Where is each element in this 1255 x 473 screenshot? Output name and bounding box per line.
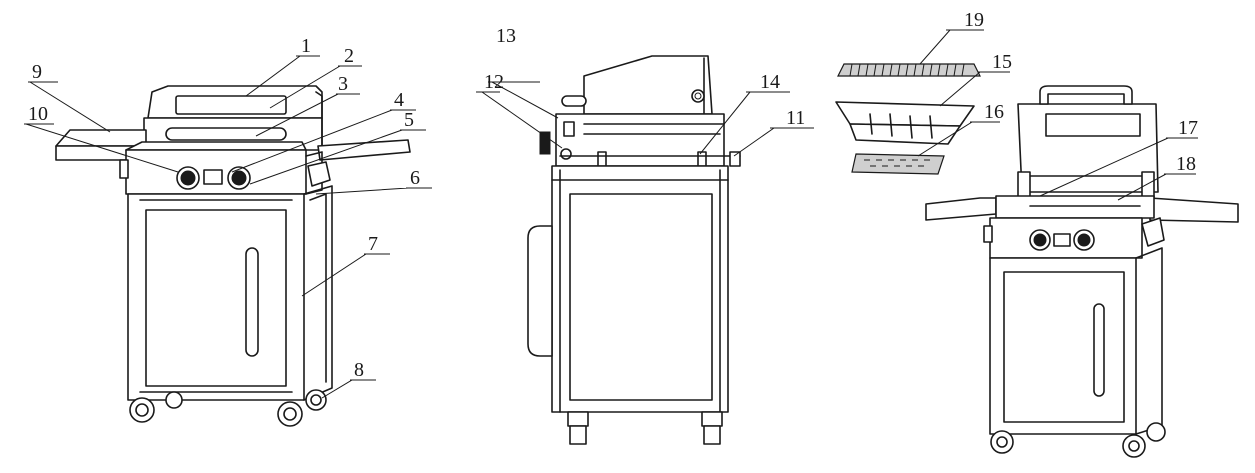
side-firebox: [539, 113, 741, 167]
callout-2: 2: [344, 45, 354, 67]
cooking-grate: [837, 63, 981, 77]
cabinet: [127, 185, 333, 401]
grill-open-view: [835, 63, 1239, 458]
side-cabinet: [527, 165, 729, 413]
callout-3: 3: [338, 73, 348, 95]
callout-15: 15: [992, 51, 1012, 73]
cabinet-door: [145, 209, 287, 387]
callout-4: 4: [394, 89, 404, 111]
side-handle: [527, 225, 553, 357]
callout-13: 13: [496, 25, 516, 47]
callout-18: 18: [1176, 153, 1196, 175]
callout-10: 10: [28, 103, 48, 125]
open-casters: [990, 422, 1166, 458]
side-switch: [563, 121, 575, 137]
side-casters: [567, 411, 723, 445]
callout-12: 12: [484, 71, 504, 93]
side-burner-port: [560, 148, 572, 160]
callout-11: 11: [786, 107, 805, 129]
open-lid-handle: [1039, 85, 1133, 105]
ignition-button: [203, 169, 223, 185]
open-cabinet: [989, 247, 1163, 435]
callout-1: 1: [301, 35, 311, 57]
flame-tamer: [851, 153, 945, 175]
lid-window: [175, 95, 287, 115]
grill-side-view: [527, 55, 741, 445]
callout-19: 19: [964, 9, 984, 31]
callout-16: 16: [984, 101, 1004, 123]
callout-9: 9: [32, 61, 42, 83]
open-firebox: [925, 195, 1239, 259]
casters: [129, 389, 327, 427]
side-lid: [561, 55, 713, 115]
grill-front-view: [55, 85, 411, 427]
callout-7: 7: [368, 233, 378, 255]
callout-8: 8: [354, 359, 364, 381]
callout-14: 14: [760, 71, 780, 93]
side-shelves: [55, 129, 411, 161]
callout-labels: 1 2 3 4 5 6 7 8 9 10 11 12 13 14 15 16 1…: [28, 9, 1198, 381]
leader-lines: [24, 29, 1198, 399]
control-panel: [119, 141, 331, 195]
open-lid: [1017, 85, 1159, 213]
lid-handle: [165, 127, 287, 141]
door-handle: [245, 247, 259, 357]
lid: [143, 85, 323, 151]
open-lid-window: [1045, 113, 1141, 137]
callout-17: 17: [1178, 117, 1198, 139]
callout-6: 6: [410, 167, 420, 189]
callout-5: 5: [404, 109, 414, 131]
lid-handle-side: [561, 95, 587, 107]
burner-tray: [835, 101, 975, 145]
